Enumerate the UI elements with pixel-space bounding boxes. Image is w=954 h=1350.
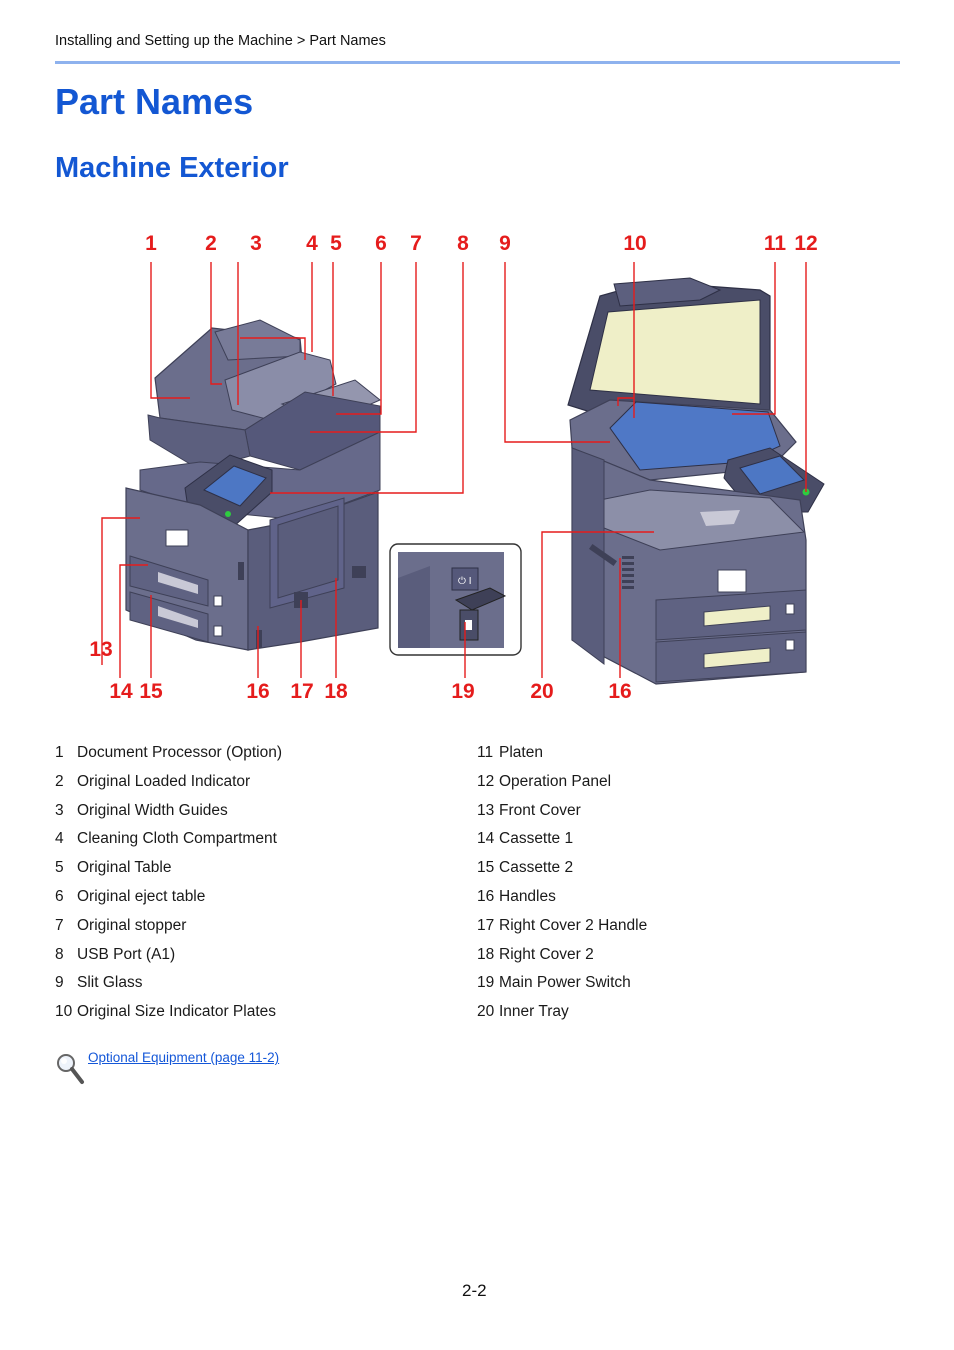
- callout-19: 19: [451, 680, 474, 703]
- header-divider: [55, 61, 900, 64]
- callout-16: 16: [246, 680, 269, 703]
- callout-11: 11: [764, 232, 787, 255]
- callout-9: 9: [499, 232, 511, 255]
- callout-3: 3: [250, 232, 262, 255]
- machine-right-illustration: [567, 277, 825, 685]
- svg-text:⏻ I: ⏻ I: [458, 576, 471, 587]
- callout-15: 15: [139, 680, 163, 703]
- optional-equipment-link[interactable]: Optional Equipment (page 11-2): [88, 1050, 280, 1065]
- callout-12: 12: [794, 232, 817, 255]
- breadcrumb: Installing and Setting up the Machine > …: [55, 33, 386, 49]
- machine-left-illustration: [125, 319, 381, 651]
- callout-5: 5: [330, 232, 342, 255]
- callout-18: 18: [324, 680, 348, 703]
- magnifier-icon: [57, 1054, 84, 1084]
- machine-exterior-figure: ⏻ I: [89, 232, 825, 703]
- callout-numbers: 1 2 3 4 5 6 7 8 9 10 11 12 13 14 15 16 1…: [89, 232, 817, 703]
- section-title: Machine Exterior: [55, 152, 289, 184]
- page-number: 2-2: [462, 1281, 487, 1300]
- callout-17: 17: [290, 680, 313, 703]
- callout-10: 10: [623, 232, 646, 255]
- callout-6: 6: [375, 232, 387, 255]
- callout-16-right: 16: [608, 680, 631, 703]
- callout-14: 14: [109, 680, 133, 703]
- callout-7: 7: [410, 232, 422, 255]
- callout-4: 4: [306, 232, 318, 255]
- power-switch-inset: ⏻ I: [389, 543, 522, 656]
- callout-13: 13: [89, 638, 112, 661]
- callout-leader-lines: [101, 262, 807, 678]
- callout-1: 1: [145, 232, 157, 255]
- callout-2: 2: [205, 232, 217, 255]
- callout-20: 20: [530, 680, 553, 703]
- callout-8: 8: [457, 232, 469, 255]
- page-title: Part Names: [55, 81, 254, 122]
